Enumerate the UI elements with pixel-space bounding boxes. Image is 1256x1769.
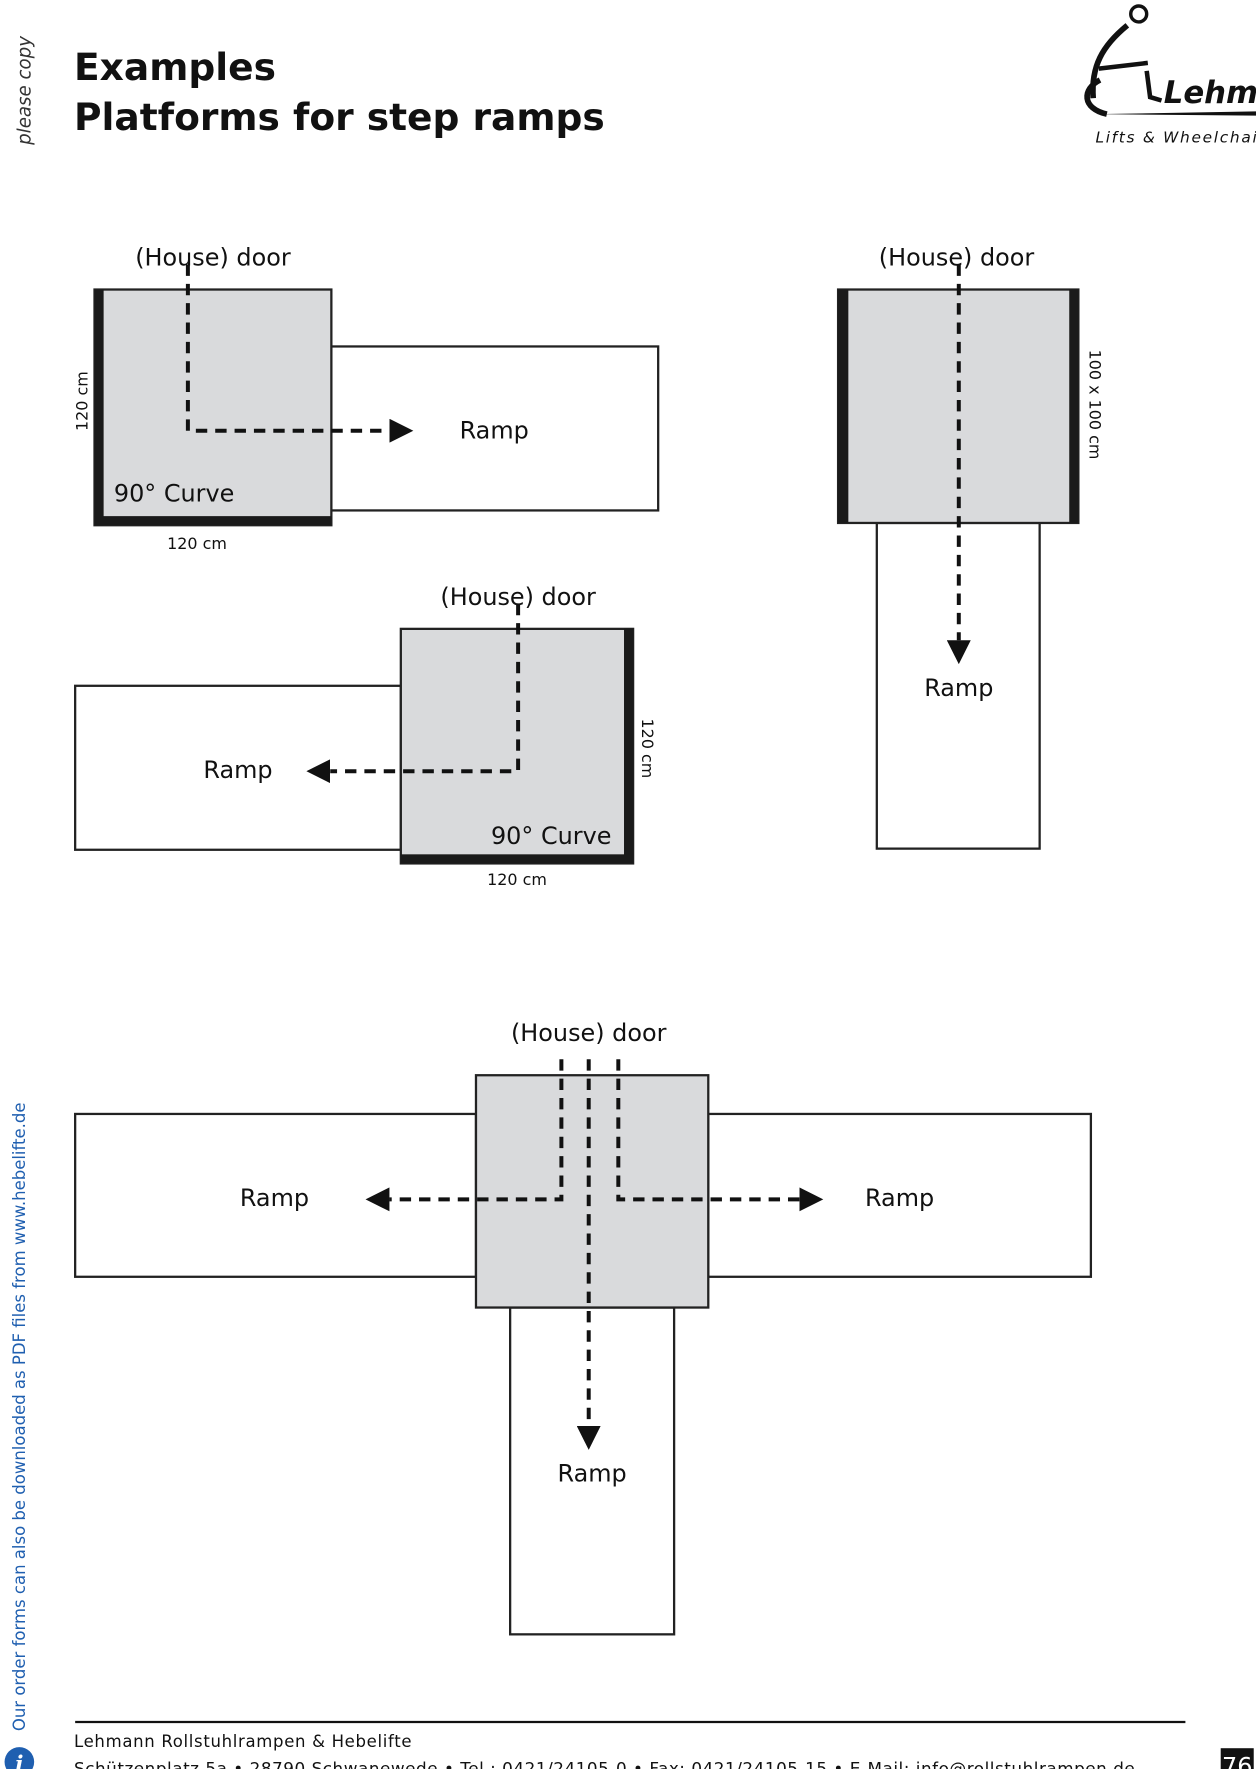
door-label: (House) door — [879, 244, 1035, 272]
diagram-straight: (House) door Ramp 100 x 100 cm — [836, 244, 1105, 850]
ramp-bottom-label: Ramp — [558, 1460, 627, 1488]
ramp-rect — [74, 684, 402, 851]
path-arrow — [185, 264, 414, 443]
dimension-vertical: 120 cm — [638, 719, 657, 779]
diagram-90-curve-right: (House) door Ramp 90° Curve 120 cm 120 c… — [73, 244, 660, 553]
ramp-right-rect — [707, 1112, 1093, 1278]
dimension-horizontal: 120 cm — [167, 534, 227, 553]
path-arrow-left — [365, 1059, 564, 1212]
door-label: (House) door — [511, 1019, 667, 1047]
svg-text:i: i — [15, 1752, 23, 1769]
dimension-label: 100 x 100 cm — [1086, 350, 1105, 460]
platform-rect — [474, 1074, 710, 1309]
ramp-label: Ramp — [460, 417, 529, 445]
footer-address: Schützenplatz 5a • 28790 Schwanewede • T… — [74, 1759, 1135, 1769]
page-title-line1: Examples — [74, 45, 276, 89]
path-arrow-right — [616, 1059, 824, 1212]
page-number: 76 — [1222, 1752, 1252, 1769]
ramp-right-label: Ramp — [865, 1184, 934, 1212]
ramp-rect — [330, 345, 660, 512]
diagram-three-ramps: (House) door Ramp Ramp Ramp — [74, 1019, 1093, 1636]
path-arrow — [306, 603, 521, 784]
svg-text:Lifts & Wheelchair Ramps: Lifts & Wheelchair Ramps — [1095, 129, 1256, 147]
ramp-label: Ramp — [924, 674, 993, 702]
page-title-line2: Platforms for step ramps — [74, 95, 605, 139]
info-icon: i — [4, 1747, 35, 1769]
dimension-vertical: 120 cm — [73, 371, 92, 431]
svg-text:Lehmann: Lehmann — [1164, 75, 1256, 111]
ramp-left-rect — [74, 1112, 478, 1278]
curve-label: 90° Curve — [114, 479, 235, 507]
ramp-label: Ramp — [203, 756, 272, 784]
please-copy-note: please copy — [15, 36, 36, 146]
curve-label: 90° Curve — [491, 822, 612, 850]
door-label: (House) door — [440, 583, 596, 611]
footer-company: Lehmann Rollstuhlrampen & Hebelifte — [74, 1732, 412, 1751]
diagram-90-curve-left: (House) door Ramp 90° Curve 120 cm 120 c… — [74, 583, 657, 889]
dimension-horizontal: 120 cm — [487, 870, 547, 889]
ramp-bottom-rect — [509, 1306, 676, 1636]
lehmann-logo: Lehmann Lifts & Wheelchair Ramps — [1084, 4, 1256, 147]
page-number-box — [1220, 1748, 1254, 1769]
ramp-left-label: Ramp — [240, 1184, 309, 1212]
download-note-link[interactable]: Our order forms can also be downloaded a… — [10, 1102, 29, 1731]
door-label: (House) door — [135, 244, 291, 272]
